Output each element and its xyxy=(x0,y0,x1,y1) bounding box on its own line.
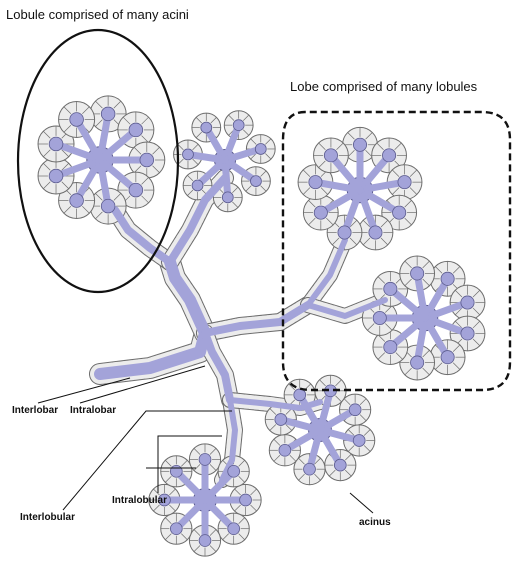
label-intralobular: Intralobular xyxy=(112,495,167,506)
label-interlobar: Interlobar xyxy=(12,405,58,416)
acinar-lumen xyxy=(228,523,240,535)
acinar-lumen xyxy=(140,153,154,167)
acinar-lumen xyxy=(353,138,366,151)
acinar-lumen xyxy=(373,311,386,324)
lobule-title: Lobule comprised of many acini xyxy=(6,7,189,22)
acinar-lumen xyxy=(334,459,346,471)
acinar-lumen xyxy=(222,192,233,203)
acinar-lumen xyxy=(183,149,194,160)
acinar-lumen xyxy=(101,107,115,121)
acinar-lumen xyxy=(201,122,212,133)
acinar-lumen xyxy=(129,183,143,197)
label-interlobular: Interlobular xyxy=(20,512,75,523)
acinar-lumen xyxy=(228,465,240,477)
acinar-lumen xyxy=(275,414,287,426)
acinar-lumen xyxy=(338,226,351,239)
acinar-lumen xyxy=(170,523,182,535)
acinar-lumen xyxy=(369,226,382,239)
acinar-lumen xyxy=(461,327,474,340)
acinar-lumen xyxy=(411,356,424,369)
acinar-lumen xyxy=(324,149,337,162)
acinar-lumen xyxy=(255,143,266,154)
acinar-lumen xyxy=(398,176,411,189)
acinar-lumen xyxy=(70,194,84,208)
acinar-lumen xyxy=(199,454,211,466)
acinar-lumen xyxy=(294,389,306,401)
lobe-title: Lobe comprised of many lobules xyxy=(290,79,478,94)
acinar-lumen xyxy=(192,180,203,191)
acinar-lumen xyxy=(250,176,261,187)
acinar-lumen xyxy=(240,494,252,506)
acinar-lumen xyxy=(441,272,454,285)
acinar-lumen xyxy=(461,296,474,309)
acinar-lumen xyxy=(382,149,395,162)
acinar-lumen xyxy=(349,404,361,416)
acinar-lumen xyxy=(393,206,406,219)
acinar-lumen xyxy=(170,465,182,477)
acinar-lumen xyxy=(70,113,84,127)
acinar-lumen xyxy=(314,206,327,219)
label-intralobar: Intralobar xyxy=(70,405,116,416)
acinar-lumen xyxy=(101,199,115,213)
pointer-interlobar xyxy=(38,378,130,403)
duct-lumen xyxy=(100,333,205,374)
acinar-lumen xyxy=(279,444,291,456)
acinar-lumen xyxy=(49,169,63,183)
acinar-lumen xyxy=(49,137,63,151)
acinar-lumen xyxy=(199,535,211,547)
acinar-lumen xyxy=(233,120,244,131)
acinar-lumen xyxy=(304,463,316,475)
acinar-lumen xyxy=(441,351,454,364)
pointer-acinus xyxy=(350,493,373,513)
acinar-lumen xyxy=(384,340,397,353)
acinar-lumen xyxy=(353,435,365,447)
label-acinus: acinus xyxy=(359,517,391,528)
acinar-lumen xyxy=(129,123,143,137)
acinar-lumen xyxy=(384,282,397,295)
acinar-lumen xyxy=(309,176,322,189)
acinar-lumen xyxy=(411,267,424,280)
